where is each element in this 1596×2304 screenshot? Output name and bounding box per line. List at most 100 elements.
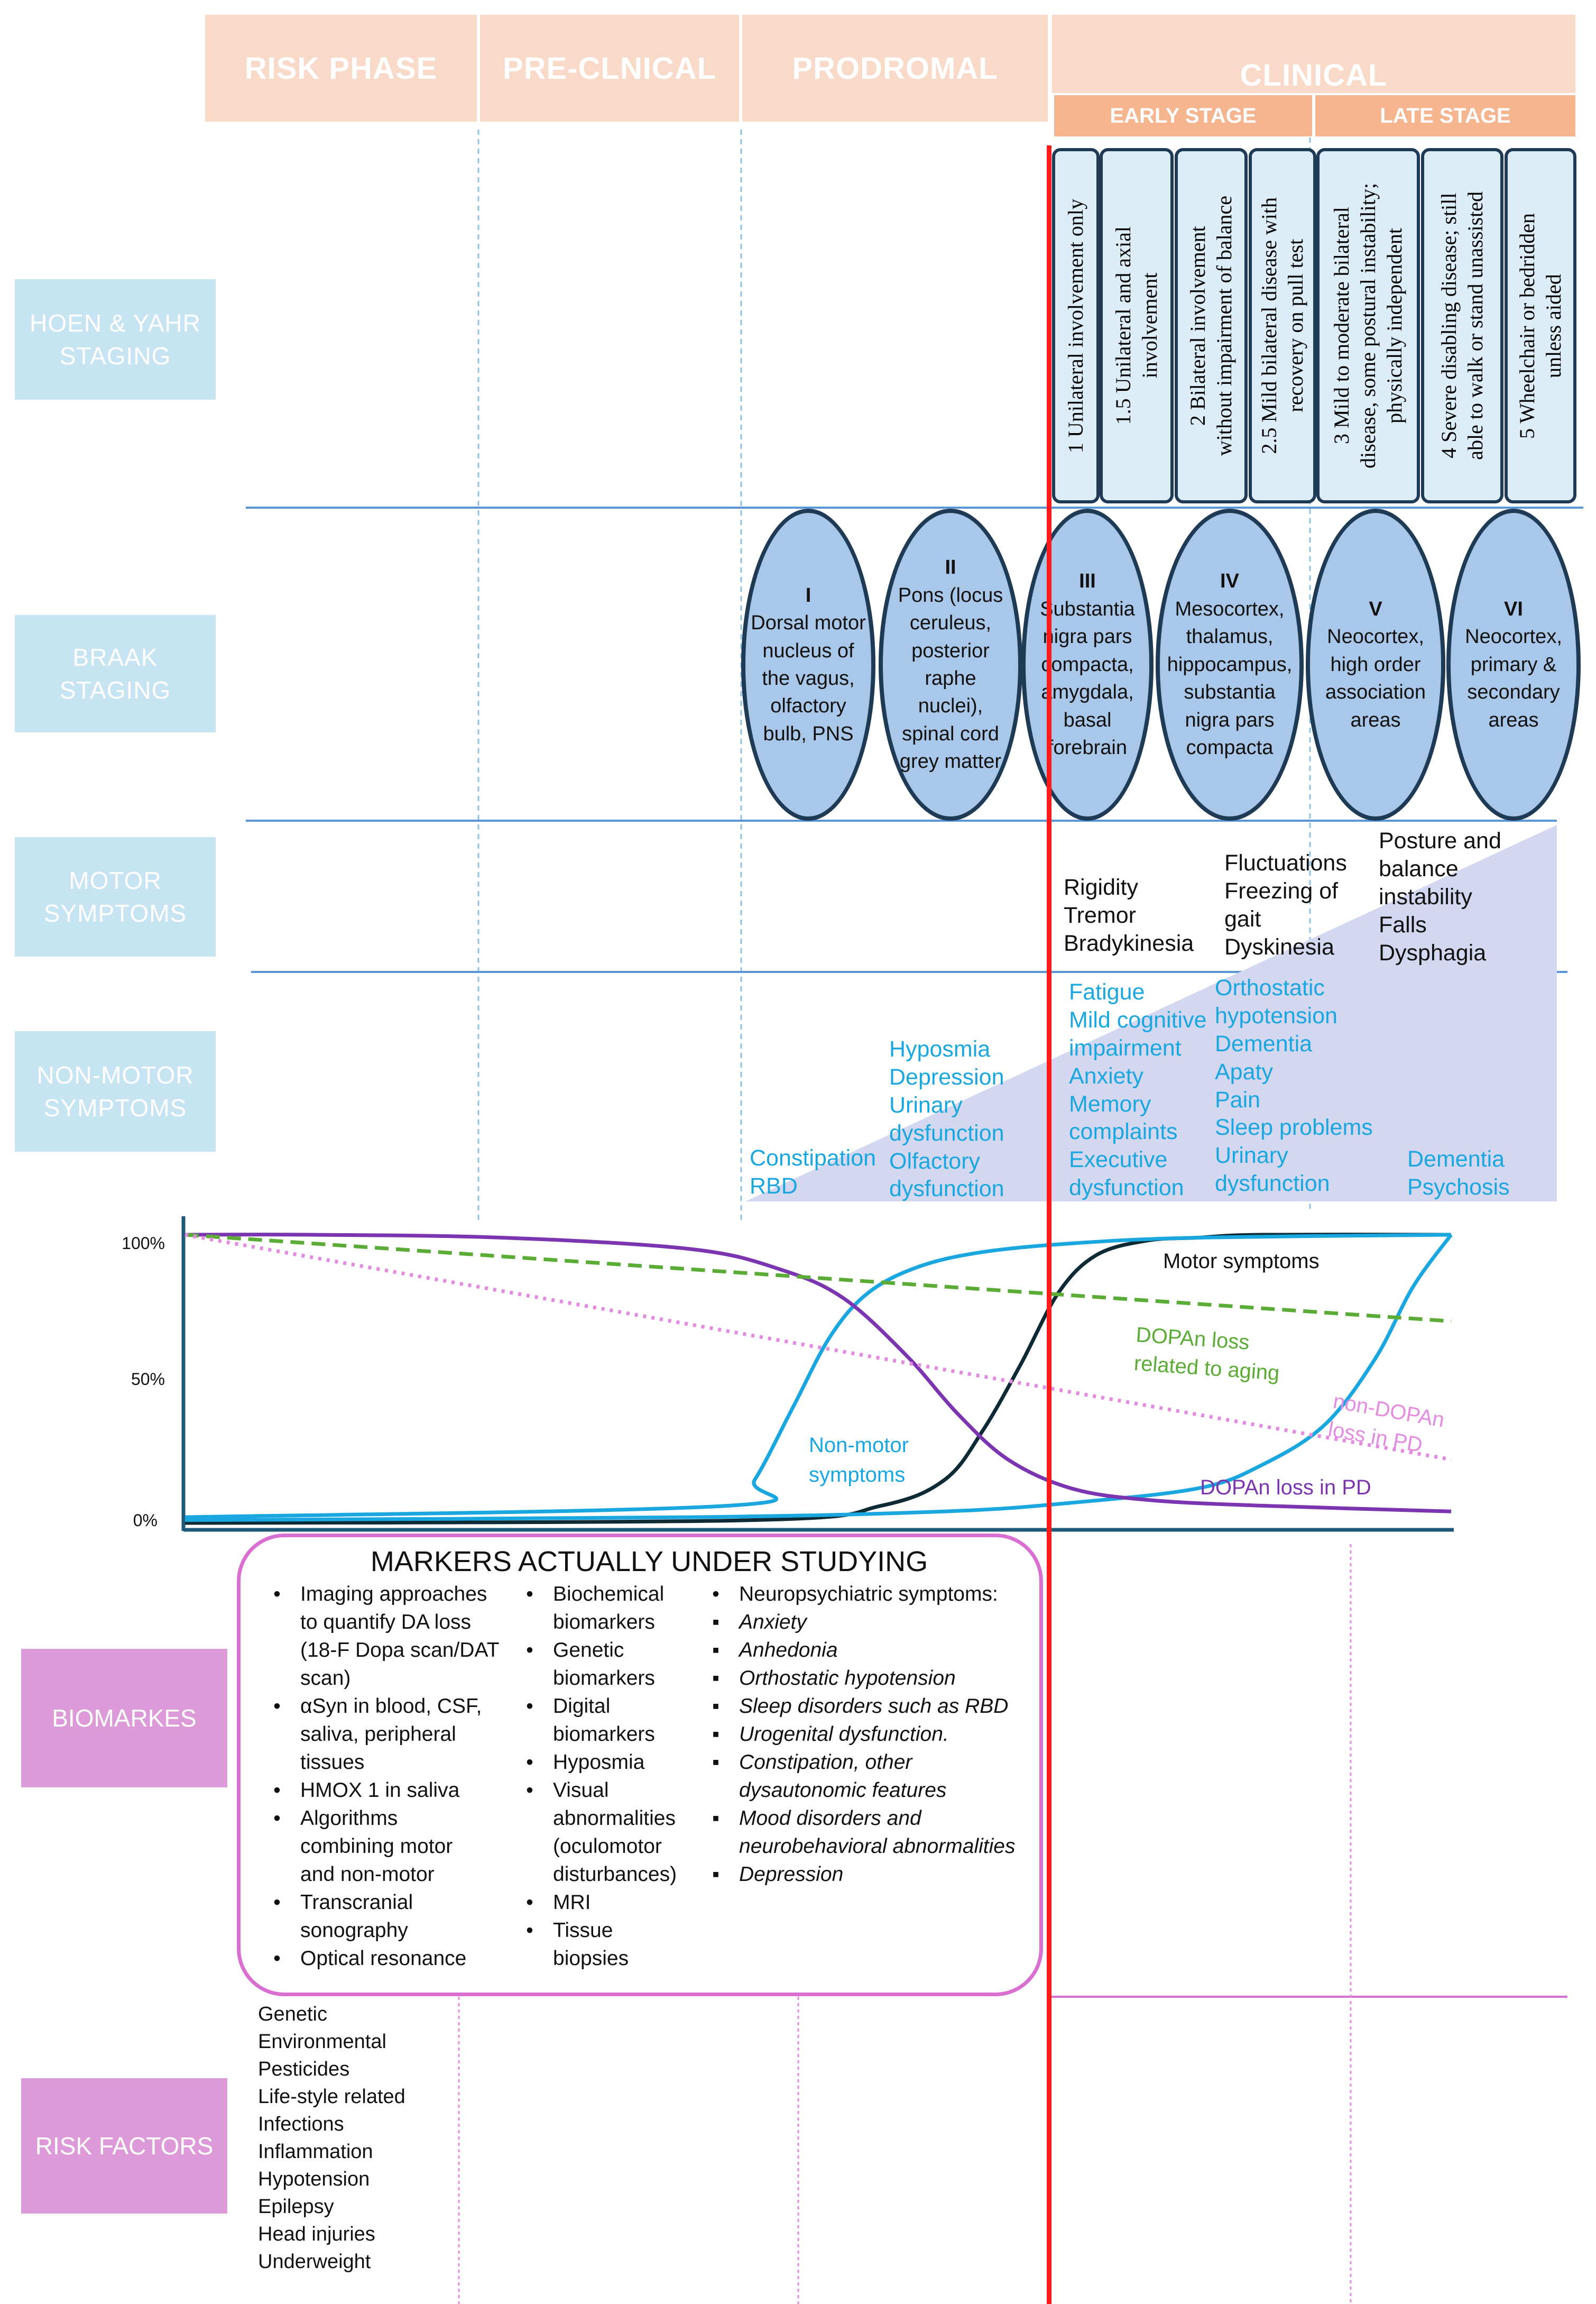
marker-item-text: Visual abnormalities (oculomotor disturb… [553, 1779, 677, 1886]
series-label-nonmotor: Non-motor symptoms [809, 1434, 909, 1486]
series-label-nondopan: non-DOPAnloss in PD [1326, 1390, 1446, 1460]
marker-item-text: Depression [739, 1863, 844, 1886]
nonmotor-symptoms-late: Dementia Psychosis [1407, 1146, 1510, 1200]
row-label-risk-factors: RISK FACTORS [21, 2078, 227, 2214]
marker-item-text: αSyn in blood, CSF, saliva, peripheral t… [300, 1695, 482, 1774]
bullet: ▪ [712, 1695, 719, 1718]
bullet: • [273, 1583, 281, 1605]
risk-factor-item: Hypotension [258, 2168, 370, 2191]
marker-item: •Transcranial sonography [264, 1888, 513, 1944]
bullet: • [526, 1779, 533, 1802]
risk-factor-item: Environmental [258, 2031, 386, 2053]
marker-item: ▪Mood disorders and neurobehavioral abno… [703, 1804, 1073, 1860]
marker-item: •Imaging approaches to quantify DA loss … [264, 1580, 513, 1692]
hy-stage-1-5: 1.5 Unilateral and axial involvement [1100, 148, 1174, 503]
braak-stage-text: Neocortex, primary & secondary areas [1465, 626, 1562, 731]
marker-item: •Biochemical biomarkers [517, 1580, 691, 1636]
marker-item: •Genetic biomarkers [517, 1636, 691, 1692]
row-label-nonmotor: NON-MOTOR SYMPTOMS [15, 1031, 216, 1152]
risk-factor-item: Underweight [258, 2251, 371, 2273]
bullet: • [273, 1947, 281, 1970]
risk-factor-item: Inflammation [258, 2141, 373, 2163]
braak-stage-2: II Pons (locus ceruleus, posterior raphe… [879, 509, 1022, 821]
marker-item-text: Constipation, other dysautonomic feature… [739, 1751, 947, 1802]
risk-factor-item: Pesticides [258, 2058, 350, 2081]
marker-item-text: Algorithms combining motor and non-motor [300, 1807, 453, 1886]
row-label-motor: MOTOR SYMPTOMS [15, 837, 216, 957]
series-label-nonmotor-line2: symptoms [809, 1463, 905, 1486]
bullet: ▪ [712, 1723, 719, 1746]
risk-factor-item: Head injuries [258, 2223, 375, 2246]
marker-item-text: Mood disorders and neurobehavioral abnor… [739, 1807, 1016, 1858]
series-label-dopan-aging-line2: related to aging [1133, 1352, 1280, 1385]
marker-item: ▪Anhedonia [703, 1636, 1073, 1664]
motor-symptoms-late: Posture and balance instability Falls Dy… [1379, 828, 1501, 966]
marker-item: • Hyposmia [517, 1748, 691, 1776]
bullet: • [273, 1779, 281, 1802]
series-label-dopan-aging: DOPAn lossrelated to aging [1133, 1323, 1283, 1385]
nonmotor-symptoms-mid: Orthostatic hypotension Dementia Apaty P… [1215, 975, 1373, 1197]
bullet: ▪ [712, 1667, 719, 1690]
series-line-3 [184, 1233, 1452, 1513]
series-line-1 [184, 1233, 1452, 1519]
y-tick-50: 50% [131, 1370, 165, 1389]
subphase-late: LATE STAGE [1315, 95, 1575, 136]
braak-stage-5: V Neocortex, high order association area… [1306, 509, 1445, 821]
braak-stage-number: VI [1504, 598, 1523, 620]
risk-factor-item: Infections [258, 2113, 344, 2136]
marker-item-text: Tissue biopsies [553, 1919, 629, 1970]
markers-title: MARKERS ACTUALLY UNDER STUDYING [370, 1546, 928, 1577]
series-label-nonmotor-line1: Non-motor [809, 1434, 909, 1457]
marker-item: ▪ Depression [703, 1860, 1073, 1888]
marker-item-text: Urogenital dysfunction. [739, 1723, 949, 1746]
bullet: • [526, 1751, 533, 1774]
marker-item-text: MRI [553, 1891, 591, 1914]
marker-item: ▪Constipation, other dysautonomic featur… [703, 1748, 1073, 1804]
hy-stage-3: 3 Mild to moderate bilateral disease, so… [1316, 148, 1420, 503]
marker-item: •HMOX 1 in saliva [264, 1776, 513, 1804]
bullet: • [526, 1891, 533, 1914]
markers-col-1: •Imaging approaches to quantify DA loss … [264, 1580, 513, 1972]
series-label-dopan-aging-line1: DOPAn loss [1135, 1323, 1250, 1354]
markers-box [237, 1534, 1043, 1996]
series-line-5 [184, 1233, 1452, 1462]
marker-item: • Visual abnormalities (oculomotor distur… [517, 1776, 691, 1888]
y-tick-0: 0% [133, 1511, 158, 1530]
braak-stage-number: II [945, 556, 956, 579]
marker-item-text: Hyposmia [553, 1751, 645, 1774]
marker-item: ▪ Urogenital dysfunction. [703, 1720, 1073, 1748]
marker-item-text: Genetic biomarkers [553, 1639, 655, 1690]
phase-preclinical: PRE-CLNICAL [480, 15, 739, 122]
phase-risk: RISK PHASE [205, 15, 477, 122]
risk-factor-item: Epilepsy [258, 2196, 334, 2218]
bullet: • [526, 1919, 533, 1942]
marker-item-text: Sleep disorders such as RBD [739, 1695, 1009, 1718]
braak-stage-number: V [1369, 598, 1382, 620]
braak-stage-text: Dorsal motor nucleus of the vagus, olfac… [751, 612, 866, 745]
clinical-onset-line [1047, 145, 1051, 2304]
bullet: ▪ [712, 1863, 719, 1886]
braak-stage-number: III [1079, 570, 1096, 593]
braak-stage-text: Mesocortex, thalamus, hippocampus, subst… [1167, 598, 1293, 759]
row-label-braak: BRAAK STAGING [15, 615, 216, 732]
marker-item-text: Anhedonia [739, 1639, 838, 1662]
series-label-dopan-pd: DOPAn loss in PD [1200, 1476, 1371, 1499]
bullet: • [273, 1891, 281, 1914]
neuropsychiatric-heading: • Neuropsychiatric symptoms: [703, 1580, 1073, 1608]
y-tick-100: 100% [122, 1234, 165, 1253]
bullet: ▪ [712, 1611, 719, 1634]
neuropsychiatric-heading-text: Neuropsychiatric symptoms: [739, 1583, 998, 1605]
bullet: • [712, 1583, 719, 1605]
braak-stage-text: Neocortex, high order association areas [1325, 626, 1426, 731]
markers-col-3: •Neuropsychiatric symptoms: ▪Anxiety▪Anh… [703, 1580, 1073, 1888]
hy-stage-2: 2 Bilateral involvement without impairme… [1175, 148, 1248, 503]
phase-clinical: CLINICAL [1052, 15, 1575, 93]
marker-item: • Tissue biopsies [517, 1916, 691, 1972]
nonmotor-symptoms-prodromal-early: Constipation RBD [750, 1145, 877, 1199]
bullet: • [273, 1695, 281, 1718]
braak-stage-number: I [805, 584, 811, 607]
markers-col-2: •Biochemical biomarkers•Genetic biomarke… [517, 1580, 691, 1972]
series-label-motor: Motor symptoms [1163, 1250, 1320, 1273]
braak-stage-3: III Substantia nigra pars compacta, amyg… [1021, 509, 1154, 821]
